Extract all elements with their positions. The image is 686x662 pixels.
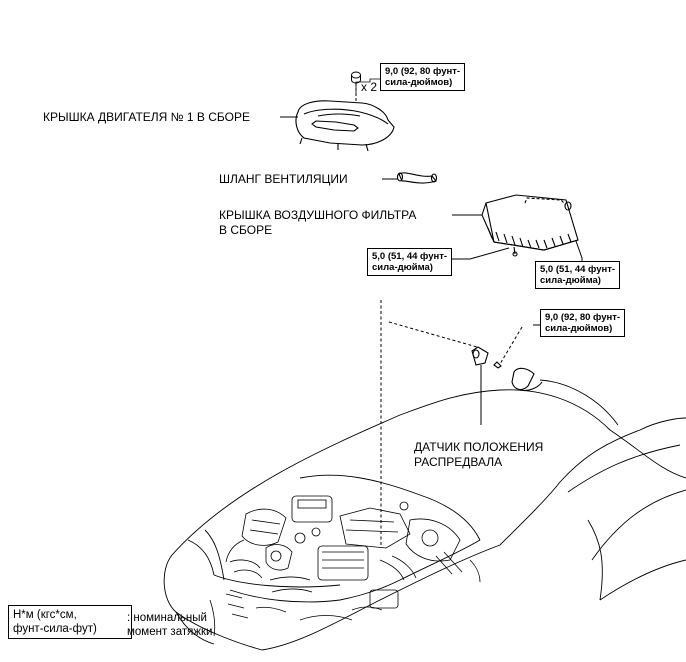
torque-value: 9,0 (92, 80 фунт- [545, 312, 621, 323]
air-filter-cover-label-line1: КРЫШКА ВОЗДУШНОГО ФИЛЬТРА [219, 208, 417, 222]
air-filter-cover-icon [481, 194, 579, 257]
legend-description-line1: : номинальный [127, 612, 207, 624]
torque-value: 5,0 (51, 44 фунт- [540, 264, 616, 275]
camshaft-sensor-icon [471, 346, 543, 392]
vehicle-outline-icon [163, 379, 686, 651]
legend-unit-box: Н*м (кгс*см, фунт-сила-фут) [8, 605, 132, 639]
camshaft-sensor-label-line1: ДАТЧИК ПОЛОЖЕНИЯ [414, 440, 544, 454]
air-filter-cover-label-line2: В СБОРЕ [219, 223, 273, 237]
torque-unit: сила-дюйма) [540, 275, 601, 286]
ventilation-hose-label: ШЛАНГ ВЕНТИЛЯЦИИ [219, 172, 348, 186]
nut-icon [351, 71, 361, 84]
torque-box-engine-cover: 9,0 (92, 80 фунт- сила-дюймов) [380, 63, 466, 91]
ventilation-hose-icon [396, 172, 438, 184]
engine-cover-label: КРЫШКА ДВИГАТЕЛЯ № 1 В СБОРЕ [43, 110, 250, 124]
torque-value: 9,0 (92, 80 фунт- [385, 66, 461, 77]
engine-bay-icon [209, 495, 481, 637]
camshaft-sensor-label: ДАТЧИК ПОЛОЖЕНИЯ РАСПРЕДВАЛА [414, 440, 543, 470]
torque-unit: сила-дюйма) [372, 262, 433, 273]
torque-value: 5,0 (51, 44 фунт- [372, 251, 448, 262]
legend-description: : номинальный момент затяжки [127, 611, 212, 639]
camshaft-sensor-label-line2: РАСПРЕДВАЛА [414, 455, 503, 469]
legend-description-line2: момент затяжки [127, 626, 213, 638]
torque-unit: сила-дюймов) [385, 77, 453, 88]
legend-unit-line2: фунт-сила-фут) [13, 623, 97, 635]
torque-box-sensor-bolt: 9,0 (92, 80 фунт- сила-дюймов) [540, 309, 626, 337]
air-filter-cover-label: КРЫШКА ВОЗДУШНОГО ФИЛЬТРА В СБОРЕ [219, 208, 416, 238]
engine-cover-icon [295, 100, 395, 152]
quantity-label: x 2 [361, 80, 378, 94]
torque-box-air-filter-right: 5,0 (51, 44 фунт- сила-дюйма) [535, 261, 621, 289]
torque-box-air-filter-left: 5,0 (51, 44 фунт- сила-дюйма) [367, 248, 453, 276]
legend-unit-line1: Н*м (кгс*см, [13, 609, 77, 621]
torque-unit: сила-дюймов) [545, 323, 613, 334]
